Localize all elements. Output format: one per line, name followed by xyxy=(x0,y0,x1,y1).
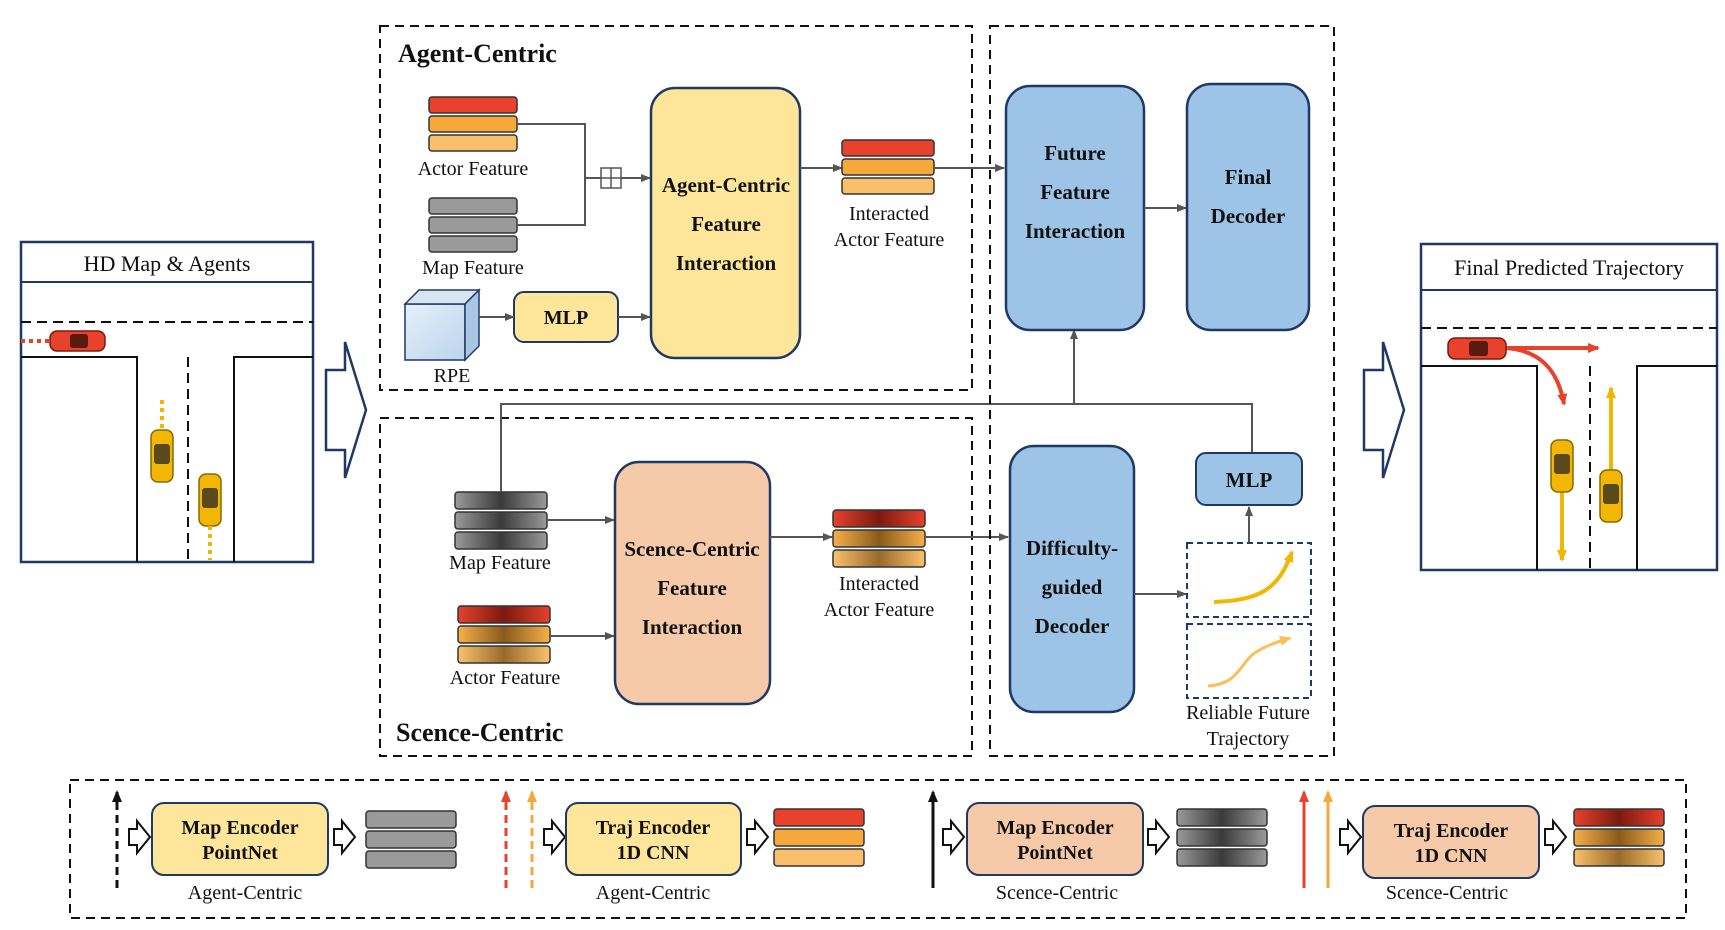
traj-encoder-box xyxy=(1362,805,1540,879)
reliable-line2: Trajectory xyxy=(1207,728,1290,750)
agent-centric-title: Agent-Centric xyxy=(398,39,557,68)
future-feature-interaction-box xyxy=(1004,84,1146,332)
difficulty-decoder-line1: Difficulty- xyxy=(1026,536,1118,560)
flow-arrow-icon xyxy=(324,341,368,479)
future-interaction-line2: Feature xyxy=(1040,180,1110,204)
actor-feature-label: Actor Feature xyxy=(450,667,561,689)
actor-feature-stack xyxy=(428,96,518,152)
traj-encoder-box xyxy=(565,802,742,876)
mlp-label: MLP xyxy=(544,307,588,329)
legend-encoder-line1: Map Encoder xyxy=(181,817,298,839)
rpe-label: RPE xyxy=(434,365,471,387)
trajectory-box xyxy=(1186,623,1312,699)
legend-encoder-line2: 1D CNN xyxy=(617,842,690,864)
actor-feature-label: Actor Feature xyxy=(418,158,529,180)
final-decoder-box xyxy=(1185,82,1311,332)
concat-icon xyxy=(600,167,622,189)
decoder-section: Future Feature Interaction Final Decoder… xyxy=(989,25,1335,757)
interacted-label-line1: Interacted xyxy=(839,573,919,595)
agent-centric-interaction-box xyxy=(649,86,802,360)
reliable-line1: Reliable Future xyxy=(1186,702,1310,724)
map-feature-label: Map Feature xyxy=(422,257,524,279)
yellow-car-icon xyxy=(198,473,222,527)
mlp2-label: MLP xyxy=(1226,468,1273,492)
scene-centric-interaction-line1: Scence-Centric xyxy=(624,537,759,561)
legend-encoder-line1: Traj Encoder xyxy=(1394,820,1509,842)
output-panel-title: Final Predicted Trajectory xyxy=(1454,255,1684,280)
map-feature-stack xyxy=(428,197,518,253)
small-arrow-icon xyxy=(333,818,357,856)
agent-centric-interaction-line2: Feature xyxy=(691,212,761,236)
interacted-actor-feature-stack xyxy=(832,509,926,568)
yellow-car-icon xyxy=(150,429,174,483)
small-arrow-icon xyxy=(128,818,152,856)
scene-centric-interaction-line2: Feature xyxy=(657,576,727,600)
map-feature-label: Map Feature xyxy=(449,552,551,574)
legend-caption: Agent-Centric xyxy=(188,882,303,904)
legend-caption: Agent-Centric xyxy=(596,882,711,904)
legend-encoder-line2: PointNet xyxy=(202,842,278,864)
red-car-icon xyxy=(49,330,106,352)
trajectory-curve-icon xyxy=(1213,550,1294,604)
agent-centric-interaction-line1: Agent-Centric xyxy=(662,173,790,197)
final-decoder-line2: Decoder xyxy=(1211,204,1286,228)
difficulty-decoder-box xyxy=(1008,444,1136,714)
yellow-car-icon xyxy=(1550,439,1574,493)
trajectory-curve-icon xyxy=(1207,635,1292,688)
small-arrow-icon xyxy=(746,818,770,856)
output-panel: Final Predicted Trajectory xyxy=(1419,242,1719,572)
legend-caption: Scence-Centric xyxy=(996,882,1118,904)
legend-encoder-line2: 1D CNN xyxy=(1415,845,1488,867)
yellow-car-icon xyxy=(1599,469,1623,523)
legend-encoder-line1: Map Encoder xyxy=(996,817,1113,839)
small-arrow-icon xyxy=(1147,818,1171,856)
input-panel: HD Map & Agents xyxy=(19,240,315,564)
map-encoder-box xyxy=(966,802,1144,876)
interacted-label-line1: Interacted xyxy=(849,203,929,225)
legend: Map Encoder PointNet Agent-Centric Traj … xyxy=(69,779,1687,919)
map-to-future-connector xyxy=(500,403,1253,492)
legend-encoder-line2: PointNet xyxy=(1017,842,1093,864)
small-arrow-icon xyxy=(942,818,966,856)
interacted-label-line2: Actor Feature xyxy=(834,229,945,251)
agent-centric-section: Agent-Centric Actor Feature Map Feature … xyxy=(379,25,1005,391)
small-arrow-icon xyxy=(543,818,567,856)
final-decoder-line1: Final xyxy=(1225,165,1272,189)
map-feature-stack xyxy=(454,491,548,550)
scene-centric-interaction-box xyxy=(613,460,772,706)
scene-centric-interaction-line3: Interaction xyxy=(642,615,743,639)
mlp-box xyxy=(1195,452,1303,506)
map-encoder-box xyxy=(151,802,329,876)
scene-centric-title: Scence-Centric xyxy=(396,718,563,747)
interacted-label-line2: Actor Feature xyxy=(824,599,935,621)
legend-encoder-line1: Traj Encoder xyxy=(596,817,711,839)
interacted-actor-feature-stack xyxy=(841,139,935,195)
legend-caption: Scence-Centric xyxy=(1386,882,1508,904)
future-interaction-line3: Interaction xyxy=(1025,219,1126,243)
red-car-icon xyxy=(1447,337,1507,360)
small-arrow-icon xyxy=(1339,818,1363,856)
scene-centric-section: Scence-Centric Map Feature Actor Feature… xyxy=(379,417,1009,757)
flow-arrow-icon xyxy=(1362,341,1406,479)
rpe-cube-icon xyxy=(403,288,481,362)
future-interaction-line1: Future xyxy=(1044,141,1105,165)
difficulty-decoder-line2: guided xyxy=(1042,575,1103,599)
input-panel-title: HD Map & Agents xyxy=(84,251,251,276)
agent-centric-interaction-line3: Interaction xyxy=(676,251,777,275)
actor-feature-stack xyxy=(457,605,551,664)
difficulty-decoder-line3: Decoder xyxy=(1035,614,1110,638)
small-arrow-icon xyxy=(1544,818,1568,856)
